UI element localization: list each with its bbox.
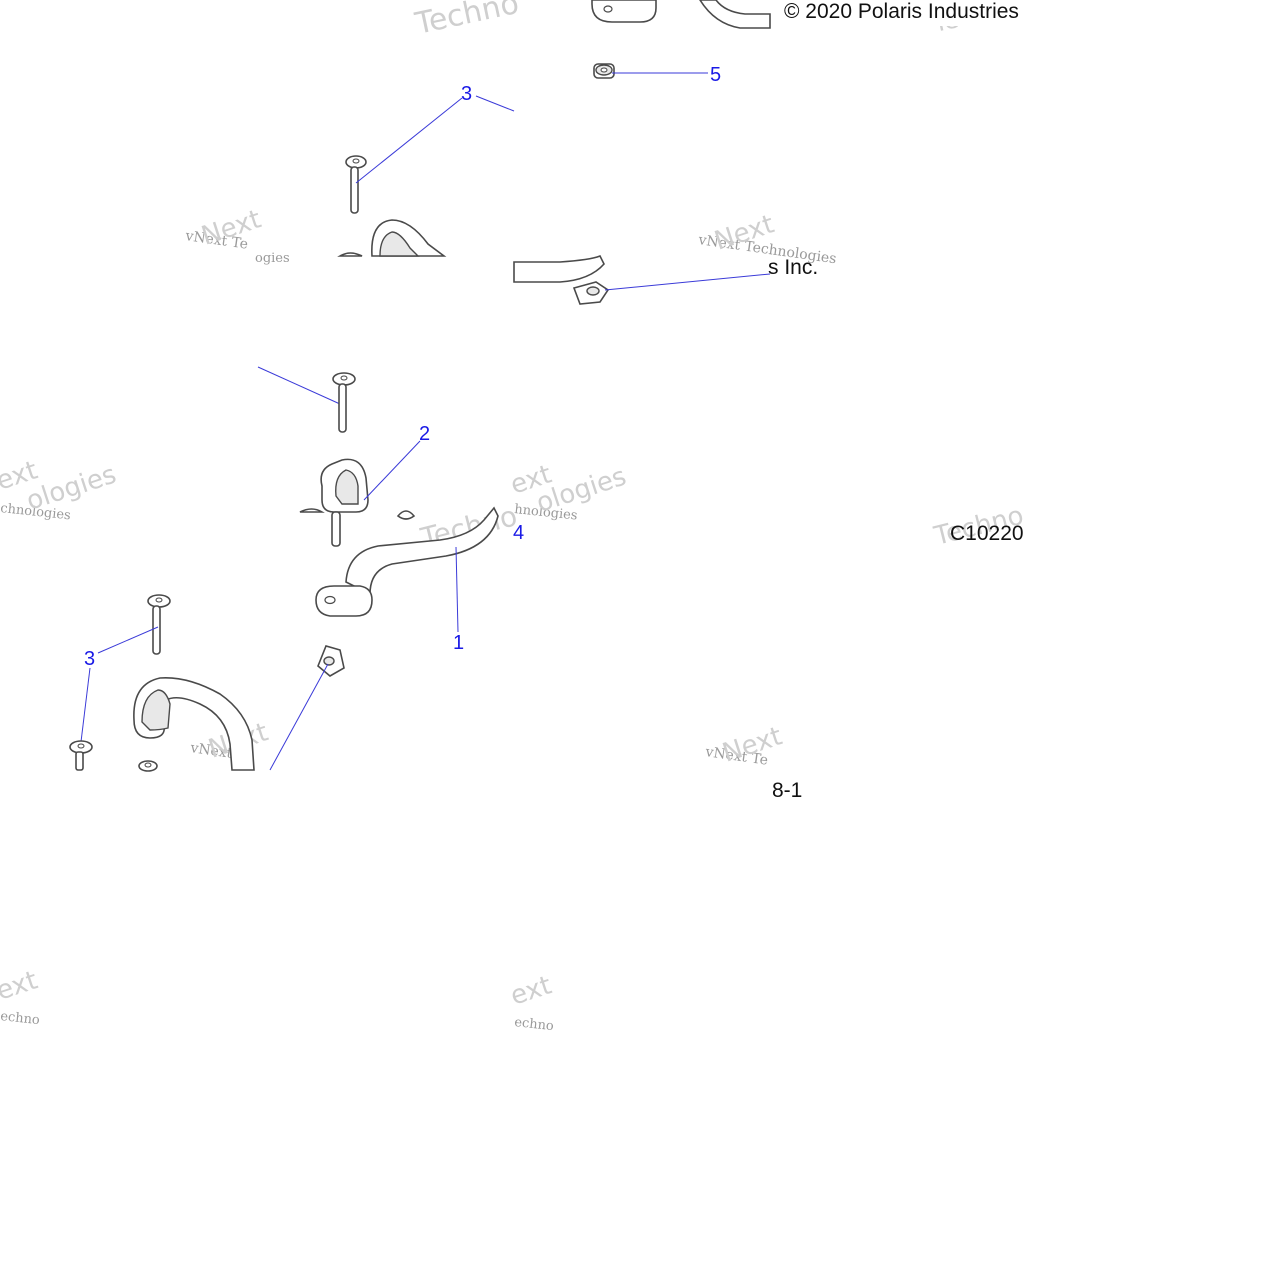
screw-part-bottom-left xyxy=(69,740,93,771)
callout-3-top: 3 xyxy=(461,83,472,105)
clip-nut-part-bottom xyxy=(317,645,345,677)
drawing-code: C10220 xyxy=(950,522,1024,545)
leader-4-top xyxy=(604,273,771,291)
top-handle-fragment xyxy=(591,0,771,29)
screw-part-mid xyxy=(332,372,356,433)
watermark-ext-low-left: ext xyxy=(0,965,41,1006)
callout-3-bottom: 3 xyxy=(84,648,95,670)
handle-part-top-fragment xyxy=(337,219,447,257)
watermark-technologies-top: Techno xyxy=(411,0,522,42)
screw-part-top xyxy=(345,155,367,214)
callout-2: 2 xyxy=(419,423,430,445)
leader-2 xyxy=(363,440,421,501)
watermark-hnologies-mid-right: hnologies xyxy=(514,502,579,524)
leader-3-top-a xyxy=(355,97,463,184)
page-number: 8-1 xyxy=(772,779,802,802)
screw-part-bottom xyxy=(147,594,171,655)
watermark-echno-low-right: echno xyxy=(514,1015,555,1034)
leader-1 xyxy=(455,546,459,633)
watermark-chnologies-mid-left: chnologies xyxy=(0,501,71,523)
leader-3-top-b xyxy=(475,95,515,112)
copyright-backdrop xyxy=(772,0,1030,26)
leader-3-bottom-b xyxy=(79,667,91,751)
nut-part-5 xyxy=(593,63,615,79)
callout-5: 5 xyxy=(710,64,721,86)
callout-4: 4 xyxy=(513,522,524,544)
handle-part-1 xyxy=(315,506,499,617)
leader-3-mid xyxy=(257,366,341,405)
callout-1: 1 xyxy=(453,632,464,654)
clip-nut-part-top xyxy=(572,281,610,305)
copyright-text: © 2020 Polaris Industries xyxy=(784,0,1019,23)
watermark-ext-low-right: ext xyxy=(507,970,555,1011)
watermark-echno-low-left: echno xyxy=(0,1009,41,1028)
handle-part-2 xyxy=(299,458,416,547)
nut-part-bottom xyxy=(138,760,158,772)
handle-part-bottom-fragment xyxy=(133,677,255,771)
copyright-fragment: s Inc. xyxy=(768,256,818,279)
watermark-layer: Techno Techno vNext Te Next ogies vNext … xyxy=(0,0,1027,1034)
watermark-ogies-left: ogies xyxy=(255,251,290,266)
bar-part-middle-fragment xyxy=(513,254,605,283)
leader-4-bottom xyxy=(269,663,329,771)
leader-3-bottom-a xyxy=(97,626,159,654)
